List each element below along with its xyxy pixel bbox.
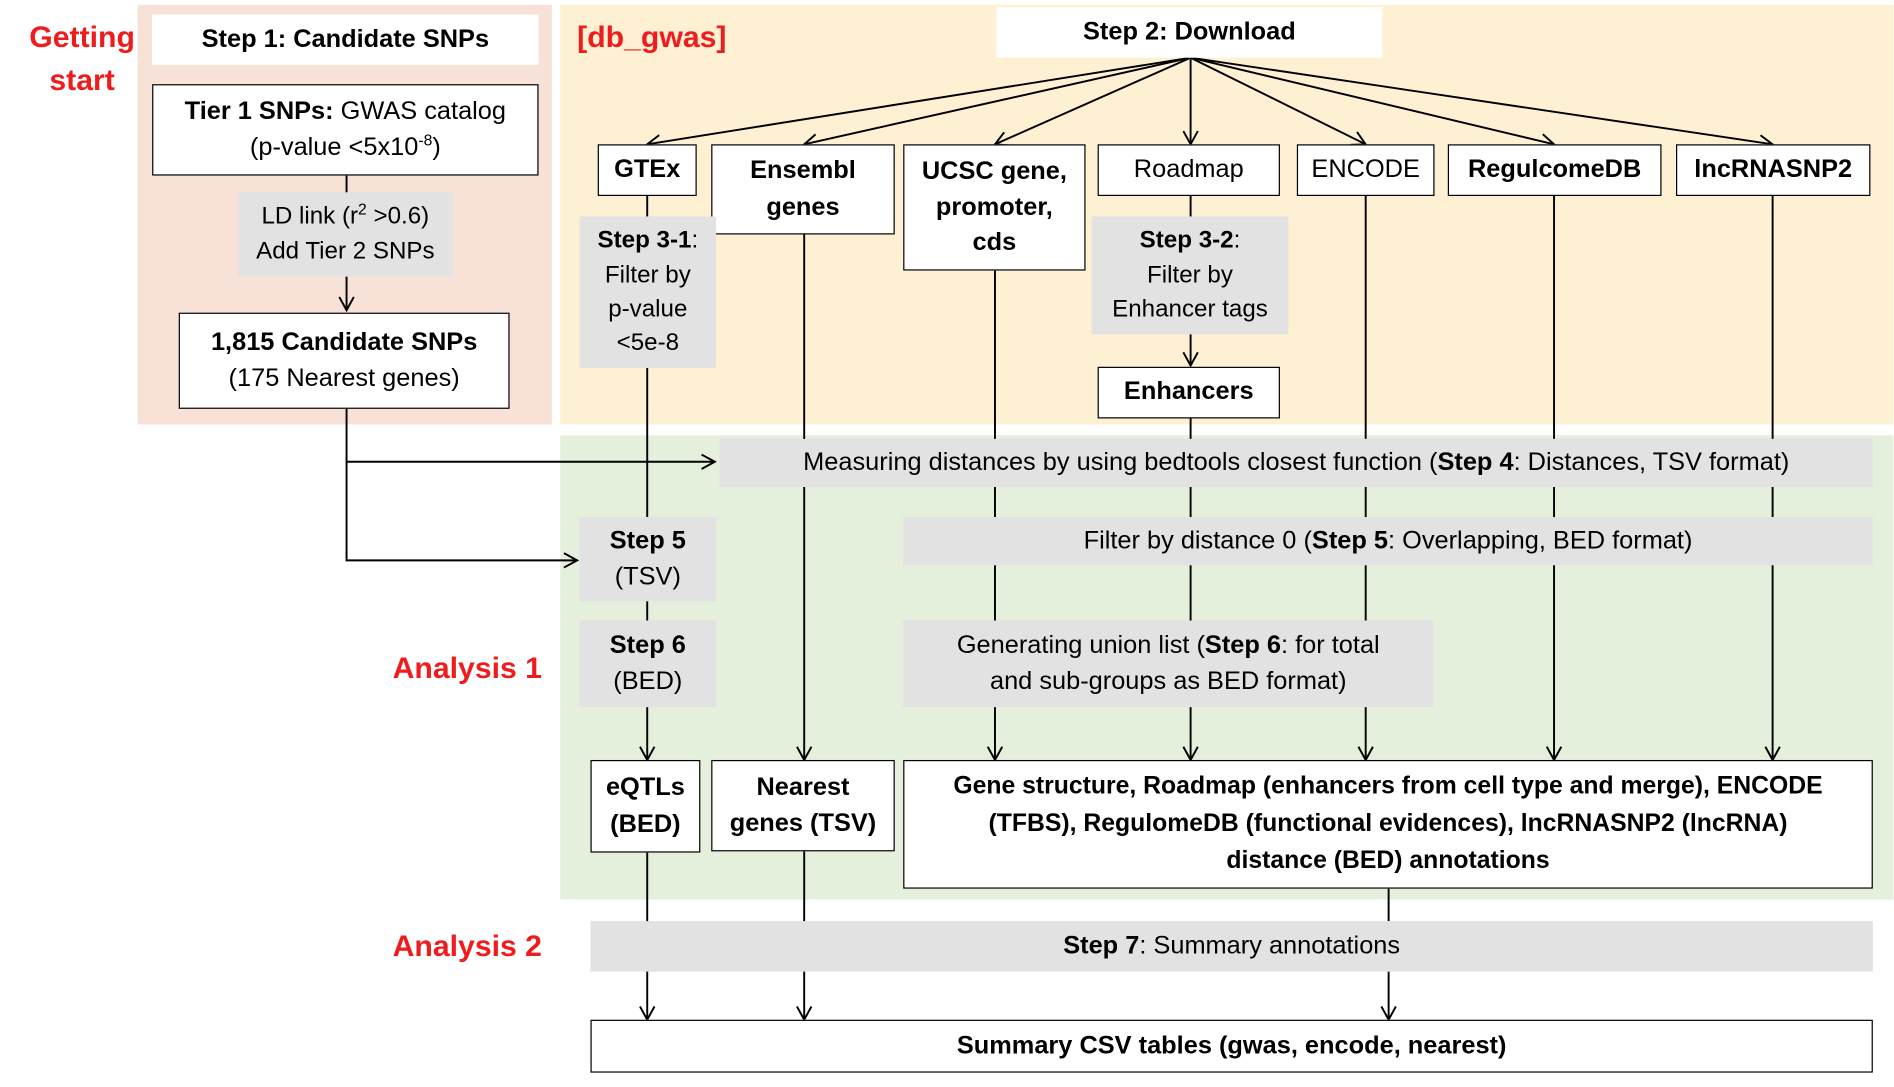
ucsc-line1: UCSC gene, [921, 158, 1067, 186]
nearest-line1: Nearest [756, 772, 850, 801]
ucsc-line2: promoter, [935, 193, 1053, 222]
step3-2-line1: Filter by [1147, 261, 1233, 289]
candidate-snps-line1: 1,815 Candidate SNPs [210, 327, 478, 356]
regulomedb-box: RegulcomeDB [1447, 144, 1662, 197]
step7-box: Step 7: Summary annotations [590, 921, 1873, 972]
step3-2-heading: Step 3-2: [1139, 227, 1241, 255]
step1-title: Step 1: Candidate SNPs [152, 14, 539, 65]
ld-link-box: LD link (r2 >0.6) Add Tier 2 SNPs [237, 192, 453, 277]
roadmap-box: Roadmap [1097, 144, 1280, 197]
encode-box: ENCODE [1296, 144, 1435, 197]
ld-link-line1: LD link (r2 >0.6) [261, 200, 430, 230]
enhancers-box: Enhancers [1097, 366, 1280, 419]
nearest-line2: genes (TSV) [729, 809, 877, 837]
ucsc-line3: cds [972, 228, 1017, 257]
step6-left-box: Step 6 (BED) [579, 620, 717, 708]
analysis-2-label: Analysis 2 [392, 929, 542, 964]
step3-1-line3: <5e-8 [616, 329, 680, 357]
lncrnasnp2-box: lncRNASNP2 [1676, 144, 1871, 197]
step5-left-line2: (TSV) [614, 562, 681, 591]
step3-1-line1: Filter by [604, 261, 691, 289]
annotations-line2: (TFBS), RegulomeDB (functional evidences… [988, 809, 1788, 838]
step4-box: Measuring distances by using bedtools cl… [719, 438, 1873, 488]
eqtls-line1: eQTLs [605, 773, 685, 801]
getting-start-label: Getting start [29, 20, 135, 98]
tier1-snps-box: Tier 1 SNPs: GWAS catalog (p-value <5x10… [152, 84, 539, 176]
analysis-1-label: Analysis 1 [392, 651, 542, 686]
step4-text: Measuring distances by using bedtools cl… [803, 448, 1790, 476]
step3-1-line2: p-value [608, 295, 688, 323]
ensembl-line2: genes [766, 193, 840, 221]
annotations-line3: distance (BED) annotations [1226, 846, 1550, 875]
step3-2-line2: Enhancer tags [1112, 296, 1268, 323]
annotations-line1: Gene structure, Roadmap (enhancers from … [953, 772, 1823, 801]
step5-right-box: Filter by distance 0 (Step 5: Overlappin… [903, 517, 1873, 566]
candidate-snps-box: 1,815 Candidate SNPs (175 Nearest genes) [178, 312, 510, 409]
ucsc-box: UCSC gene, promoter, cds [903, 144, 1086, 271]
step6-left-heading: Step 6 [609, 630, 686, 659]
gtex-box: GTEx [597, 144, 697, 197]
nearest-genes-box: Nearest genes (TSV) [711, 759, 895, 852]
step3-1-heading: Step 3-1: [597, 227, 699, 254]
step6-right-line1: Generating union list (Step 6: for total [956, 630, 1380, 659]
step5-left-heading: Step 5 [609, 526, 686, 554]
step5-right-text: Filter by distance 0 (Step 5: Overlappin… [1083, 526, 1693, 555]
ensembl-box: Ensembl genes [711, 144, 895, 235]
step6-right-box: Generating union list (Step 6: for total… [903, 620, 1434, 708]
eqtls-box: eQTLs (BED) [590, 759, 701, 853]
step3-2-box: Step 3-2: Filter by Enhancer tags [1091, 216, 1289, 335]
summary-csv-box: Summary CSV tables (gwas, encode, neares… [590, 1019, 1873, 1073]
eqtls-line2: (BED) [610, 809, 681, 838]
step6-right-line2: and sub-groups as BED format) [989, 667, 1347, 696]
annotations-box: Gene structure, Roadmap (enhancers from … [903, 759, 1873, 889]
step7-text: Step 7: Summary annotations [1063, 931, 1401, 960]
tier1-line2: (p-value <5x10-8) [249, 131, 441, 162]
step3-1-box: Step 3-1: Filter by p-value <5e-8 [579, 216, 717, 368]
step2-title: Step 2: Download [996, 7, 1383, 58]
tier1-line1: Tier 1 SNPs: GWAS catalog [184, 96, 507, 125]
step6-left-line2: (BED) [613, 667, 683, 696]
candidate-snps-line2: (175 Nearest genes) [228, 364, 460, 393]
db-gwas-label: [db_gwas] [577, 20, 727, 55]
ld-link-line2: Add Tier 2 SNPs [256, 238, 435, 265]
ensembl-line1: Ensembl [750, 156, 856, 185]
step5-left-box: Step 5 (TSV) [579, 517, 717, 602]
